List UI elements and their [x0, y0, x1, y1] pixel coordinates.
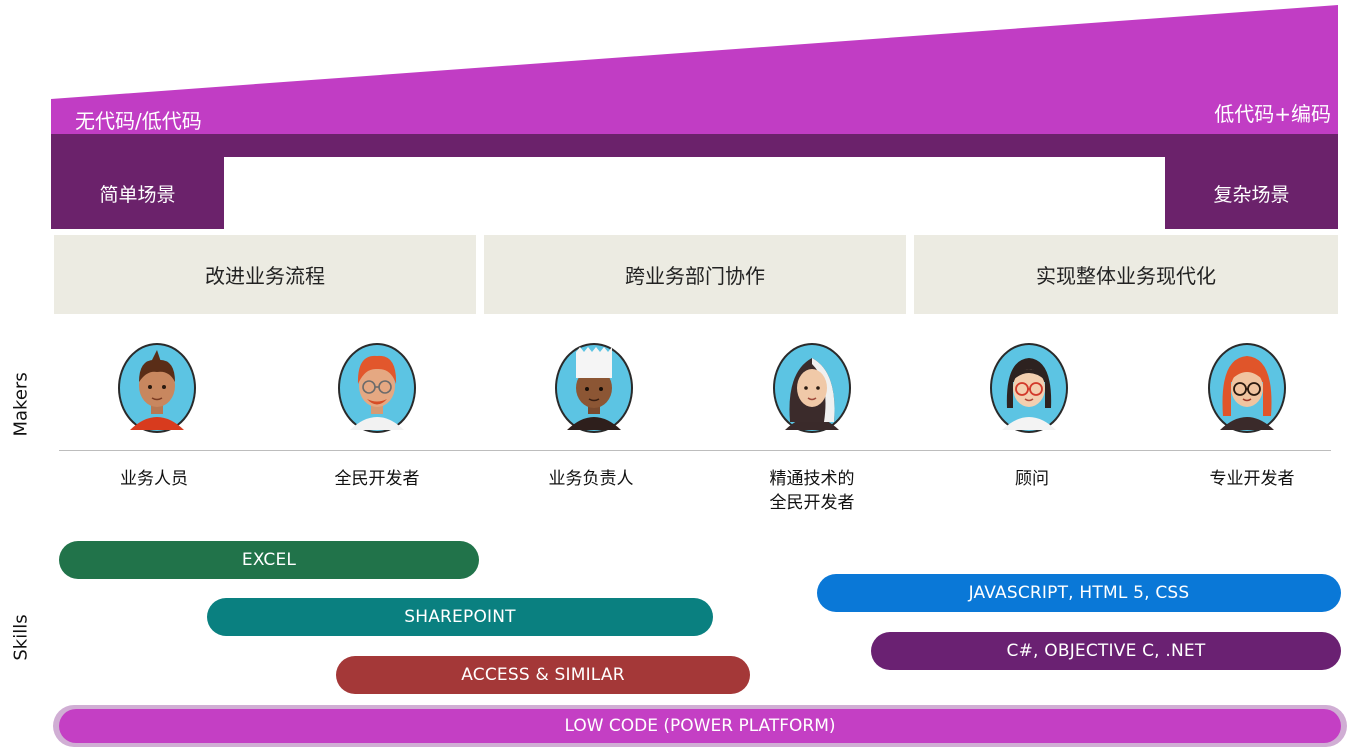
skill-bar-excel: EXCEL [59, 541, 479, 579]
skill-label: SHAREPOINT [404, 607, 516, 627]
skill-label: JAVASCRIPT, HTML 5, CSS [968, 583, 1190, 603]
skill-label: C#, OBJECTIVE C, .NET [1006, 641, 1206, 661]
role-citizen-developer: 全民开发者 [334, 469, 420, 489]
skill-bar-sharepoint: SHAREPOINT [207, 598, 713, 636]
phase-label: 实现整体业务现代化 [1036, 264, 1216, 288]
consultant-avatar-icon [990, 343, 1068, 433]
complex-scenario-label: 复杂场景 [1213, 183, 1290, 206]
spectrum-wedge [51, 5, 1338, 134]
skill-label: ACCESS & SIMILAR [461, 665, 625, 685]
citizen-developer-avatar-icon [338, 343, 416, 433]
skill-bar-csharp: C#, OBJECTIVE C, .NET [871, 632, 1341, 670]
simple-scenario-box: 简单场景 [51, 157, 224, 229]
skill-bar-access: ACCESS & SIMILAR [336, 656, 750, 694]
skill-label: EXCEL [241, 550, 297, 570]
pro-developer-avatar-icon [1208, 343, 1286, 433]
skills-side-label: Skills [10, 614, 32, 661]
phase-label: 改进业务流程 [205, 264, 325, 288]
role-consultant: 顾问 [1015, 469, 1049, 489]
phase-improve-process: 改进业务流程 [54, 235, 476, 314]
role-tech-savvy-developer: 精通技术的 全民开发者 [769, 469, 855, 513]
skill-bar-lowcode-fill: LOW CODE (POWER PLATFORM) [59, 709, 1341, 743]
role-business-owner: 业务负责人 [548, 469, 634, 489]
no-code-low-code-label: 无代码/低代码 [75, 109, 202, 133]
skill-label: LOW CODE (POWER PLATFORM) [564, 716, 836, 736]
complex-scenario-box: 复杂场景 [1165, 157, 1338, 229]
low-code-plus-code-label: 低代码+编码 [1214, 102, 1331, 126]
tech-savvy-developer-avatar-icon [773, 343, 851, 433]
phase-modernization: 实现整体业务现代化 [914, 235, 1338, 314]
simple-scenario-label: 简单场景 [99, 183, 176, 206]
makers-side-label: Makers [10, 372, 32, 437]
role-business-user: 业务人员 [120, 469, 188, 489]
phase-label: 跨业务部门协作 [625, 264, 765, 288]
scenario-band [51, 134, 1338, 157]
phase-cross-department: 跨业务部门协作 [484, 235, 906, 314]
business-user-avatar-icon [118, 343, 196, 433]
business-owner-avatar-icon [555, 343, 633, 433]
makers-divider [59, 450, 1331, 451]
role-pro-developer: 专业开发者 [1209, 469, 1295, 489]
skill-bar-javascript: JAVASCRIPT, HTML 5, CSS [817, 574, 1341, 612]
skill-bar-lowcode: LOW CODE (POWER PLATFORM) [53, 705, 1347, 747]
